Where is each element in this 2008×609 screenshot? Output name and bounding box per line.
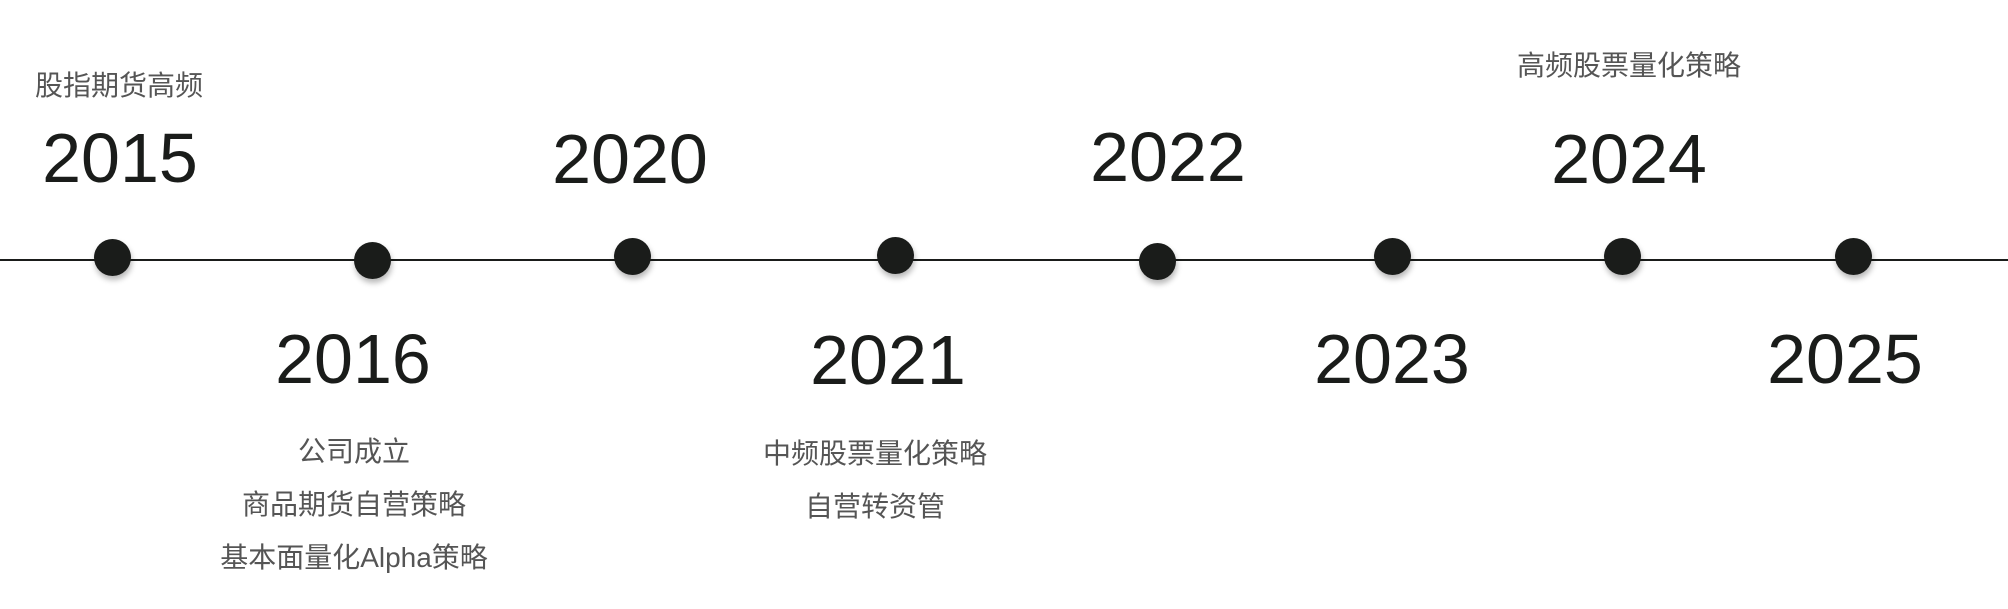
timeline-dot-2020[interactable] [613, 237, 651, 275]
timeline-dot-2023[interactable] [1373, 237, 1411, 275]
event-year-2024: 2024 [1551, 120, 1707, 198]
event-note: 公司成立 [297, 436, 410, 467]
event-notes-2021: 中频股票量化策略 自营转资管 [675, 427, 1075, 533]
event-note: 自营转资管 [804, 491, 945, 522]
event-year-2016: 2016 [275, 320, 431, 398]
event-note: 高频股票量化策略 [1516, 50, 1741, 81]
timeline-dot-2025[interactable] [1834, 237, 1872, 275]
event-note: 股指期货高频 [34, 70, 203, 101]
event-year-2023: 2023 [1314, 320, 1470, 398]
timeline-dot-2022[interactable] [1138, 242, 1176, 280]
event-notes-2016: 公司成立 商品期货自营策略 基本面量化Alpha策略 [154, 425, 554, 584]
timeline-dot-2024[interactable] [1603, 237, 1641, 275]
event-year-2015: 2015 [42, 119, 198, 197]
event-note: 中频股票量化策略 [762, 438, 987, 469]
event-year-2021: 2021 [810, 321, 966, 399]
event-note: 商品期货自营策略 [241, 489, 466, 520]
event-note: 基本面量化Alpha策略 [220, 542, 488, 573]
event-year-2022: 2022 [1090, 118, 1246, 196]
timeline-dot-2015[interactable] [93, 238, 131, 276]
timeline-dot-2021[interactable] [876, 236, 914, 274]
timeline-axis-line [0, 259, 2008, 261]
timeline-dot-2016[interactable] [353, 241, 391, 279]
event-notes-2024: 高频股票量化策略 [1429, 39, 1829, 92]
event-year-2020: 2020 [552, 120, 708, 198]
event-notes-2015: 股指期货高频 [0, 59, 319, 112]
event-year-2025: 2025 [1767, 320, 1923, 398]
